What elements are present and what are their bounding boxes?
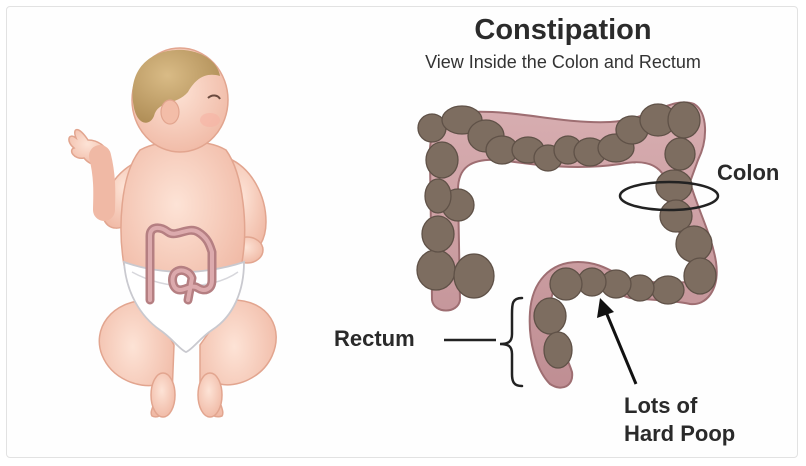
baby-ear	[161, 100, 179, 124]
label-colon: Colon	[717, 160, 779, 186]
baby-illustration	[69, 48, 276, 417]
label-hard-poop-line2: Hard Poop	[624, 420, 735, 448]
label-hard-poop-line1: Lots of	[624, 392, 735, 420]
baby-left-foot	[151, 373, 175, 417]
diagram-subtitle: View Inside the Colon and Rectum	[0, 52, 806, 73]
baby-cheek	[200, 113, 220, 127]
rectum-bracket	[500, 298, 522, 386]
colon-diagram	[417, 102, 718, 388]
label-rectum: Rectum	[334, 326, 415, 352]
hard-poop-arrow-head	[597, 298, 614, 318]
label-hard-poop: Lots of Hard Poop	[624, 392, 735, 448]
diagram-title: Constipation	[0, 14, 806, 47]
hard-poop-arrow-line	[606, 312, 636, 384]
baby-right-foot	[198, 373, 222, 417]
